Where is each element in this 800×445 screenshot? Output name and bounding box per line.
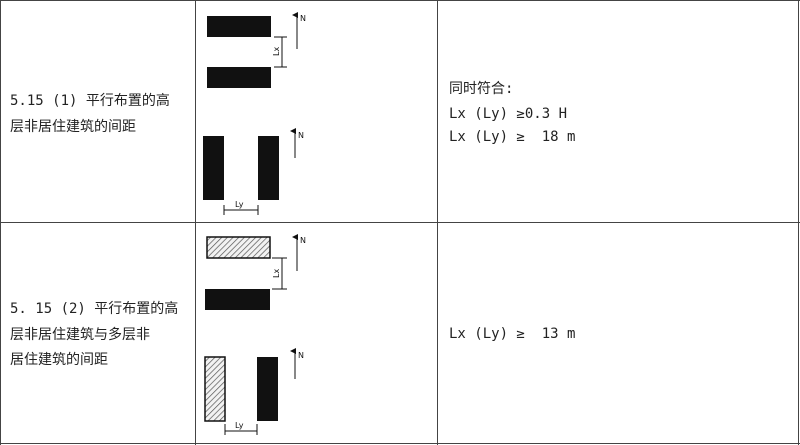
north-arrow-icon: N — [290, 128, 304, 158]
table-bottom-border — [0, 443, 800, 444]
building-block-top — [207, 16, 271, 37]
building-block-solid-vertical — [257, 357, 278, 421]
row2-title-line1: 5. 15 (2) 平行布置的高 — [10, 301, 179, 317]
svg-text:N: N — [298, 131, 304, 140]
row1-requirement-2: Lx (Ly) ≥0.3 H — [449, 106, 568, 122]
column-divider-2 — [437, 0, 438, 445]
row1-requirement-1: 同时符合: — [449, 81, 514, 97]
north-arrow-icon: N — [292, 234, 306, 271]
building-block-left — [203, 136, 224, 200]
svg-text:Lx: Lx — [272, 269, 281, 278]
svg-text:Lx: Lx — [272, 47, 281, 56]
lx-dimension: Lx — [272, 36, 287, 68]
svg-text:Ly: Ly — [235, 200, 244, 209]
svg-text:N: N — [300, 14, 306, 23]
row1-title-line1: 5.15 (1) 平行布置的高 — [10, 93, 170, 109]
row2-title-line3: 居住建筑的间距 — [10, 352, 108, 368]
ly-dimension: Ly — [224, 421, 258, 435]
row1-requirement-3: Lx (Ly) ≥ 18 m — [449, 129, 576, 145]
table-left-border — [0, 0, 1, 445]
row1-title-line2: 层非居住建筑的间距 — [10, 119, 136, 135]
lx-dimension: Lx — [272, 257, 287, 290]
ly-dimension: Ly — [223, 200, 259, 215]
row-divider — [0, 222, 800, 223]
building-block-right — [258, 136, 279, 200]
row2-requirement-1: Lx (Ly) ≥ 13 m — [449, 326, 576, 342]
row2-title-line2: 层非居住建筑与多层非 — [10, 327, 150, 343]
north-arrow-icon: N — [292, 12, 306, 49]
building-block-hatched-vertical — [204, 356, 226, 422]
svg-text:N: N — [300, 236, 306, 245]
table-right-border — [798, 0, 799, 445]
row2-diagram: N Lx N Ly — [204, 234, 306, 435]
svg-text:N: N — [298, 351, 304, 360]
table-top-border — [0, 0, 800, 1]
row1-diagram: N Lx N Ly — [203, 12, 306, 215]
building-block-hatched — [206, 236, 271, 259]
building-block-bottom — [207, 67, 271, 88]
building-block-solid — [205, 289, 270, 310]
north-arrow-icon: N — [290, 348, 304, 379]
svg-text:Ly: Ly — [235, 421, 244, 430]
column-divider-1 — [195, 0, 196, 445]
